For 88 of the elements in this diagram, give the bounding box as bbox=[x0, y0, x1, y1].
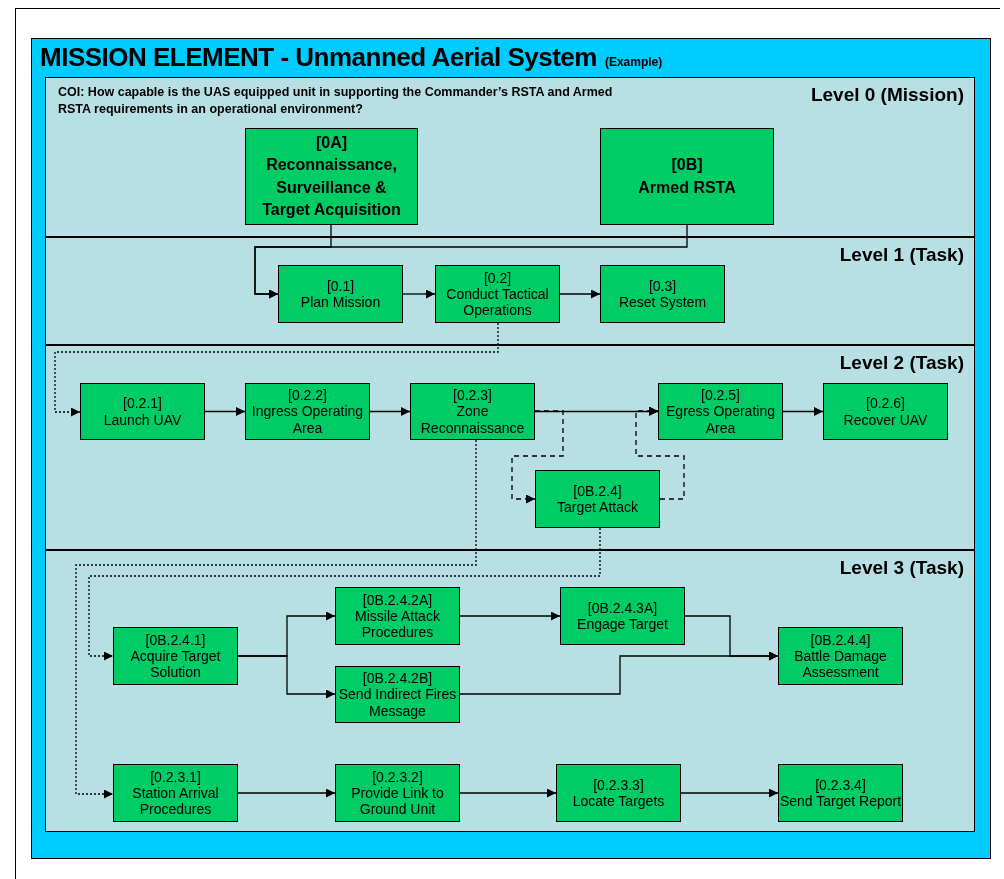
connector-arrow bbox=[75, 439, 477, 799]
question-text: COI: How capable is the UAS equipped unit in supporting the Commander’s RSTA and Armed RSTA requirements in an operational environment? bbox=[58, 84, 614, 118]
box-text: [0.2.2] bbox=[288, 387, 327, 404]
connector-arrow bbox=[459, 651, 779, 695]
connector-arrow bbox=[237, 788, 336, 798]
connector-arrow bbox=[635, 406, 685, 500]
box-text: [0.2.5] bbox=[701, 387, 740, 404]
box-text: [0.2.6] bbox=[866, 395, 905, 412]
box-text: Armed RSTA bbox=[637, 177, 737, 198]
box-text: Battle Damage Assessment bbox=[793, 647, 888, 681]
box-text: [0.2.1] bbox=[123, 395, 162, 412]
box-text: [0B] bbox=[670, 155, 704, 176]
box-text: Target Attack bbox=[557, 499, 638, 516]
task-box bbox=[335, 666, 460, 723]
connector-arrow bbox=[254, 224, 688, 299]
box-text: [0.2] bbox=[483, 269, 512, 286]
connector-arrow bbox=[459, 611, 561, 621]
box-text: [0.2.3.1] bbox=[150, 768, 201, 785]
connector-arrow bbox=[782, 407, 824, 416]
box-text: Reset System bbox=[618, 294, 707, 311]
box-text: Locate Targets bbox=[572, 793, 665, 810]
mission-box bbox=[600, 128, 774, 225]
box-text: Launch UAV bbox=[103, 411, 182, 428]
box-text: [0.2.3.4] bbox=[815, 776, 866, 793]
box-text: [0.2.3] bbox=[453, 387, 492, 404]
box-text: Plan Mission bbox=[300, 294, 381, 311]
box-text: [0B.2.4.4] bbox=[810, 631, 871, 648]
box-text: [0.2.3.3] bbox=[593, 776, 644, 793]
box-text: Send Indirect Fires Message bbox=[337, 686, 458, 719]
box-text: [0B.2.4.2B] bbox=[362, 670, 433, 687]
level-title: Level 3 (Task) bbox=[839, 557, 964, 579]
level-band bbox=[45, 550, 975, 832]
mission-box bbox=[245, 128, 418, 225]
level-title: Level 0 (Mission) bbox=[810, 84, 964, 106]
task-box bbox=[435, 265, 560, 323]
task-box bbox=[778, 627, 903, 685]
box-text: [0.3] bbox=[648, 277, 677, 294]
connector-arrow bbox=[54, 322, 499, 417]
box-text: [0B.2.4.2A] bbox=[362, 591, 433, 608]
box-text: Recover UAV bbox=[843, 411, 928, 428]
task-box bbox=[410, 383, 535, 440]
box-text: [0A] bbox=[314, 132, 349, 153]
task-box bbox=[778, 764, 903, 822]
box-text: [0.2.3.2] bbox=[372, 768, 423, 785]
box-text: [0B.2.4.1] bbox=[145, 631, 206, 648]
connector-arrow bbox=[511, 410, 564, 504]
task-box bbox=[335, 587, 460, 645]
connector-arrow bbox=[459, 788, 557, 798]
task-box bbox=[278, 265, 403, 323]
connector-arrow bbox=[204, 407, 246, 416]
connector-arrow bbox=[559, 289, 601, 299]
task-box bbox=[823, 383, 948, 440]
task-box bbox=[600, 265, 725, 323]
level-band bbox=[45, 237, 975, 345]
level-band bbox=[45, 77, 975, 237]
box-text: Reconnaissance, Surveillance & Target Acquisition bbox=[261, 155, 402, 220]
level-title: Level 1 (Task) bbox=[839, 244, 964, 266]
box-text: Missile Attack Procedures bbox=[354, 607, 441, 641]
connector-arrow bbox=[237, 655, 336, 699]
subtitle-note: (Example) bbox=[604, 55, 663, 69]
box-text: Station Arrival Procedures bbox=[131, 784, 220, 818]
box-text: Egress Operating Area bbox=[665, 403, 776, 436]
title: MISSION ELEMENT - Unmanned Aerial System bbox=[40, 42, 597, 72]
box-text: Acquire Target Solution bbox=[129, 647, 222, 681]
level-band bbox=[45, 345, 975, 550]
task-box bbox=[113, 627, 238, 685]
box-text: [0B.2.4] bbox=[573, 482, 622, 499]
box-text: [0.1] bbox=[326, 277, 355, 294]
task-box bbox=[335, 764, 460, 822]
box-text: [0B.2.4.3A] bbox=[587, 599, 658, 616]
box-text: Send Target Report bbox=[779, 793, 902, 810]
task-box bbox=[80, 383, 205, 440]
task-box bbox=[535, 470, 660, 528]
box-text: Conduct Tactical Operations bbox=[445, 285, 550, 319]
box-text: Provide Link to Ground Unit bbox=[350, 784, 445, 818]
task-box bbox=[113, 764, 238, 822]
connector-arrow bbox=[680, 788, 779, 798]
connector-arrow bbox=[369, 407, 411, 416]
box-text: Ingress Operating Area bbox=[250, 403, 365, 436]
task-box bbox=[560, 587, 685, 645]
level-title: Level 2 (Task) bbox=[839, 352, 964, 374]
task-box bbox=[658, 383, 783, 440]
connector-arrow bbox=[402, 289, 436, 299]
connector-arrow bbox=[88, 527, 601, 661]
box-text: Engage Target bbox=[577, 616, 668, 633]
task-box bbox=[556, 764, 681, 822]
task-box bbox=[245, 383, 370, 440]
box-text: Zone Reconnaissance bbox=[419, 403, 526, 436]
